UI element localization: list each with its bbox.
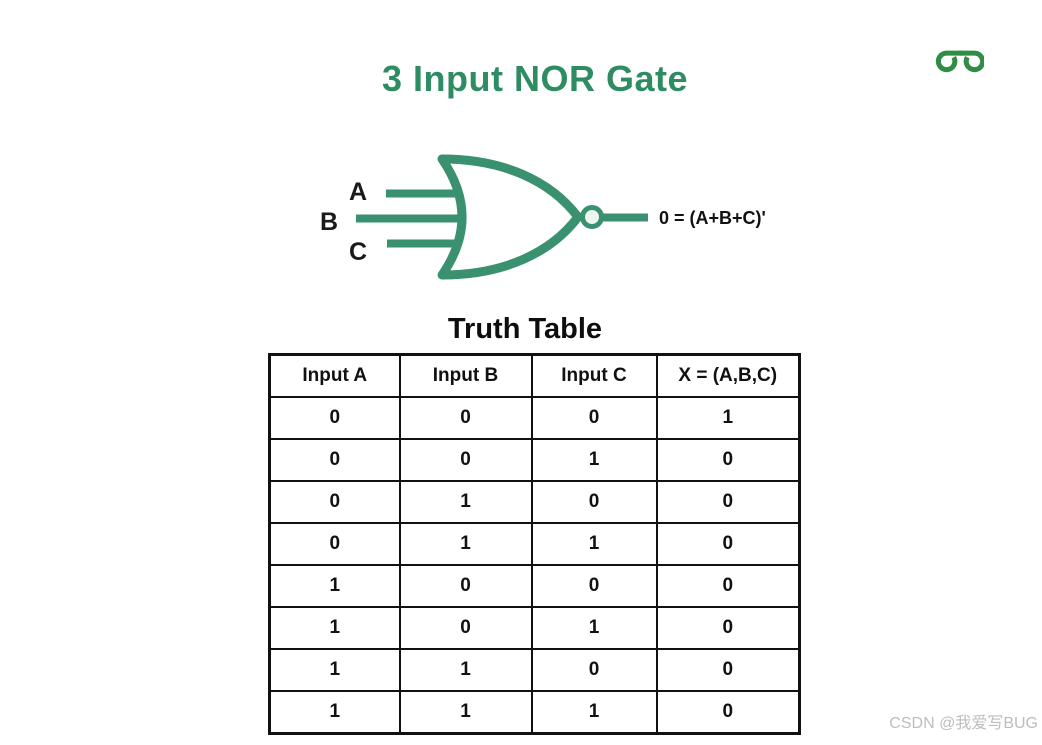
- table-cell: 0: [268, 480, 401, 524]
- table-cell: 1: [530, 690, 658, 735]
- table-cell: 0: [655, 564, 801, 608]
- table-cell: 1: [530, 606, 658, 650]
- column-header: X = (A,B,C): [655, 353, 801, 398]
- page-title: 3 Input NOR Gate: [381, 58, 689, 99]
- table-cell: 0: [530, 648, 658, 692]
- table-cell: 1: [268, 648, 401, 692]
- table-cell: 1: [655, 396, 801, 440]
- table-cell: 1: [398, 480, 533, 524]
- table-cell: 0: [655, 606, 801, 650]
- table-cell: 0: [398, 438, 533, 482]
- table-cell: 1: [398, 648, 533, 692]
- table-cell: 1: [268, 606, 401, 650]
- table-cell: 1: [398, 690, 533, 735]
- inversion-bubble: [580, 205, 604, 229]
- input-a-label: A: [349, 178, 367, 206]
- table-cell: 0: [655, 480, 801, 524]
- table-cell: 1: [530, 438, 658, 482]
- table-cell: 0: [398, 564, 533, 608]
- column-header: Input B: [398, 353, 533, 398]
- table-cell: 0: [530, 396, 658, 440]
- table-cell: 0: [655, 690, 801, 735]
- table-cell: 0: [655, 648, 801, 692]
- column-header: Input C: [530, 353, 658, 398]
- geeksforgeeks-logo-icon: [935, 50, 984, 73]
- logo-right-g: [958, 50, 984, 73]
- input-c-label: C: [349, 238, 367, 266]
- table-cell: 1: [398, 522, 533, 566]
- output-expression-label: 0 = (A+B+C)': [659, 208, 766, 228]
- column-header: Input A: [268, 353, 401, 398]
- watermark: CSDN @我爱写BUG: [889, 715, 1038, 732]
- table-cell: 0: [530, 480, 658, 524]
- nor-gate-diagram: A B C 0 = (A+B+C)': [320, 154, 766, 280]
- table-cell: 1: [530, 522, 658, 566]
- table-cell: 0: [398, 396, 533, 440]
- table-cell: 0: [268, 396, 401, 440]
- table-cell: 1: [268, 564, 401, 608]
- table-cell: 0: [655, 438, 801, 482]
- table-cell: 0: [398, 606, 533, 650]
- table-cell: 0: [268, 522, 401, 566]
- table-cell: 0: [268, 438, 401, 482]
- truth-table-heading: Truth Table: [447, 313, 603, 345]
- table-cell: 0: [655, 522, 801, 566]
- logo-left-g: [935, 50, 963, 73]
- nor-gate-body: [437, 154, 583, 280]
- table-cell: 0: [530, 564, 658, 608]
- input-b-label: B: [320, 208, 338, 236]
- table-cell: 1: [268, 690, 401, 735]
